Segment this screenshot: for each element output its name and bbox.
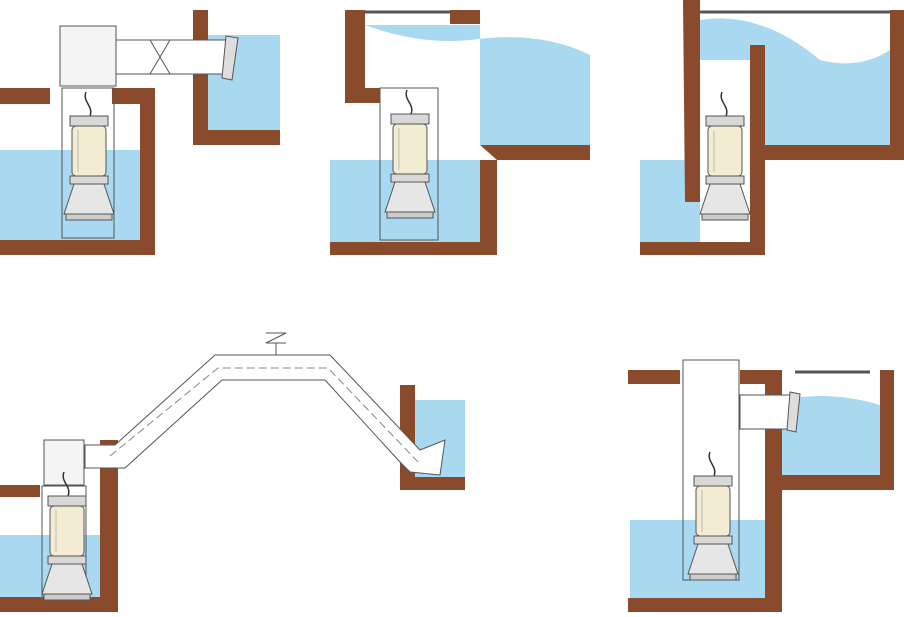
tank-walls bbox=[400, 385, 465, 490]
pump-column bbox=[61, 87, 115, 239]
flap-valve-outlet bbox=[786, 391, 801, 433]
pump-column bbox=[379, 87, 439, 241]
panel-column-upper-tank bbox=[330, 10, 590, 255]
siphon-pipe bbox=[84, 354, 446, 476]
walls bbox=[640, 0, 904, 255]
submersible-pump-icon bbox=[699, 91, 751, 221]
tank-water bbox=[782, 396, 880, 475]
tank-walls bbox=[193, 10, 280, 145]
tank-water bbox=[365, 25, 590, 145]
panel-tall-column bbox=[628, 359, 894, 612]
panel-wet-pit-discharge bbox=[0, 10, 280, 255]
panel-side-wall-tank bbox=[640, 0, 904, 255]
submersible-pump-icon bbox=[687, 451, 739, 581]
panel-siphon-pipe bbox=[0, 332, 465, 612]
discharge-head bbox=[43, 439, 85, 486]
submersible-pump-icon bbox=[41, 471, 93, 601]
valve-icon bbox=[149, 39, 171, 75]
discharge-head bbox=[59, 25, 117, 87]
tank-water bbox=[700, 18, 890, 145]
submersible-pump-icon bbox=[63, 91, 115, 221]
submersible-pump-icon bbox=[384, 89, 436, 219]
discharge-pipe bbox=[115, 39, 227, 75]
flap-valve-outlet bbox=[221, 35, 239, 81]
discharge-pipe bbox=[739, 394, 791, 430]
air-valve-icon bbox=[265, 332, 287, 355]
walls bbox=[330, 10, 590, 255]
